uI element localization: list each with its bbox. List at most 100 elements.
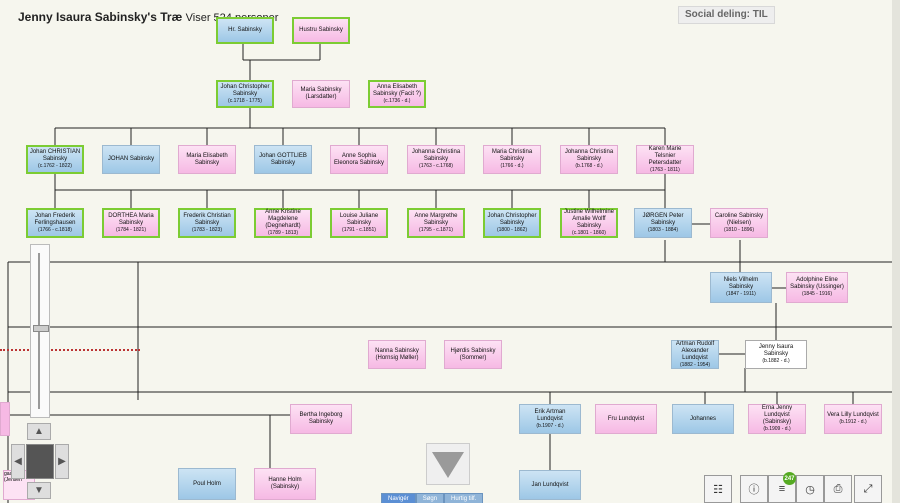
person-node-justine-wilhelmine[interactable]: Justine Wilhelmine Amalie Wolff Sabinsky… — [560, 208, 618, 238]
person-node-karen-marie[interactable]: Karen Marie Telsnier Petersdatter (1763 … — [636, 145, 694, 174]
social-sharing-toggle[interactable]: Social deling: TIL — [678, 6, 775, 24]
person-name: Anne Kristine Magdelene (Degnehardt) — [265, 209, 301, 229]
zoom-thumb[interactable] — [33, 325, 49, 332]
fullscreen-button[interactable]: ⤢ — [854, 475, 882, 503]
person-name: Caroline Sabinsky (Nielsen) — [714, 212, 764, 226]
person-name: Hr. Sabinsky — [228, 27, 262, 33]
person-node-caroline[interactable]: Caroline Sabinsky (Nielsen) (1810 - 1896… — [710, 208, 768, 238]
person-node-anne-kristine[interactable]: Anne Kristine Magdelene (Degnehardt) (17… — [254, 208, 312, 238]
pan-up-button[interactable]: ▲ — [27, 423, 51, 440]
arrow-down-icon: ▼ — [34, 485, 44, 496]
person-node-johan-gottlieb[interactable]: Johan GOTTLIEB Sabinsky — [254, 145, 312, 174]
person-node-johan-christopher-jr[interactable]: Johan Christopher Sabinsky (1800 - 1862) — [483, 208, 541, 238]
history-button[interactable]: ◷ — [796, 475, 824, 503]
tab-navigate[interactable]: Navigér — [381, 493, 416, 503]
vertical-scrollbar[interactable] — [892, 0, 900, 503]
person-node-johanna-christina-2[interactable]: Johanna Christina Sabinsky (b.1768 - d.) — [560, 145, 618, 174]
person-node-johan-christian[interactable]: Johan CHRISTIAN Sabinsky (c.1762 - 1822) — [26, 145, 84, 174]
zoom-slider[interactable] — [30, 244, 50, 418]
person-node-anna-elisabeth[interactable]: Anna Elisabeth Sabinsky (Facit ?) (c.173… — [368, 80, 426, 108]
person-node-johannes[interactable]: Johannes — [672, 404, 734, 434]
count-badge: 247 — [783, 472, 796, 485]
person-node-adolphine[interactable]: Adolphine Eline Sabinsky (Ussinger) (184… — [786, 272, 848, 303]
person-name: Artman Rudolf Alexander Lundqvist — [675, 340, 715, 361]
partial-node-left[interactable] — [0, 402, 10, 436]
red-dotted-line — [0, 349, 140, 351]
tab-quick-add[interactable]: Hurtig tilf. — [444, 493, 484, 503]
person-dates: (1763 - 1811) — [650, 166, 680, 173]
person-dates: (b.1907 - d.) — [536, 422, 564, 429]
person-node-jorgen-peter[interactable]: JØRGEN Peter Sabinsky (1803 - 1884) — [634, 208, 692, 238]
person-node-fru-lundqvist[interactable]: Fru Lundqvist — [595, 404, 657, 434]
person-name: DORTHEA Maria Sabinsky — [108, 212, 154, 226]
person-node-niels-vilhelm[interactable]: Niels Vilhelm Sabinsky (1847 - 1911) — [710, 272, 772, 303]
person-name: Johan Christopher Sabinsky — [220, 83, 270, 97]
person-dates: (1795 - c.1871) — [419, 226, 453, 233]
tree-title: Jenny Isaura Sabinsky's Træ — [18, 10, 183, 24]
person-name: Poul Holm — [193, 480, 221, 487]
person-dates: (b.1768 - d.) — [575, 163, 603, 169]
person-node-anne-margrethe[interactable]: Anne Margrethe Sabinsky (1795 - c.1871) — [407, 208, 465, 238]
person-node-johan[interactable]: JOHAN Sabinsky — [102, 145, 160, 174]
bottom-tabs: Navigér Søgn Hurtig tilf. — [381, 493, 484, 503]
person-node-frederik-christian[interactable]: Frederik Christian Sabinsky (1783 - 1823… — [178, 208, 236, 238]
person-node-poul-holm[interactable]: Poul Holm — [178, 468, 236, 500]
person-dates: (b.1912 - d.) — [839, 419, 867, 425]
person-node-louise-juliane[interactable]: Louise Juliane Sabinsky (1791 - c.1851) — [330, 208, 388, 238]
person-name: Johan Christopher Sabinsky — [487, 212, 537, 226]
person-node-nanna[interactable]: Nanna Sabinsky (Hornsig Møller) — [368, 340, 426, 369]
person-node-maria-larsdatter[interactable]: Maria Sabinsky (Larsdatter) — [292, 80, 350, 108]
person-name: Erik Artman Lundqvist — [534, 408, 566, 422]
pan-right-button[interactable]: ▶ — [55, 444, 69, 479]
person-dates: (c.1762 - 1822) — [38, 163, 72, 169]
person-name: Erna Jenny Lundqvist (Sabinsky) — [761, 405, 793, 425]
person-dates: (1803 - 1884) — [647, 226, 679, 233]
person-name: Justine Wilhelmine Amalie Wolff Sabinsky — [563, 209, 615, 229]
person-node-dorthea-maria[interactable]: DORTHEA Maria Sabinsky (1784 - 1821) — [102, 208, 160, 238]
person-node-maria-christina[interactable]: Maria Christina Sabinsky (1766 - d.) — [483, 145, 541, 174]
tree-icon: ☷ — [713, 483, 723, 496]
person-name: Louise Juliane Sabinsky — [339, 212, 379, 226]
info-icon: ⓘ — [748, 484, 760, 496]
person-node-artman-rudolf[interactable]: Artman Rudolf Alexander Lundqvist (1882 … — [671, 340, 719, 369]
person-name: Niels Vilhelm Sabinsky — [723, 277, 759, 290]
person-dates: (1766 - d.) — [500, 163, 524, 169]
person-node-jan-lundqvist[interactable]: Jan Lundqvist — [519, 470, 581, 500]
person-node-hjordis[interactable]: Hjørdis Sabinsky (Sommer) — [444, 340, 502, 369]
person-name: Adolphine Eline Sabinsky (Ussinger) — [790, 277, 844, 290]
person-photo-thumbnail[interactable] — [26, 444, 54, 479]
person-node-hr-sabinsky[interactable]: Hr. Sabinsky — [216, 17, 274, 44]
person-node-johan-frederik[interactable]: Johan Frederik Ferlingshausen (1766 - c.… — [26, 208, 84, 238]
tab-search[interactable]: Søgn — [415, 493, 445, 503]
person-name: Jan Lundqvist — [531, 481, 569, 488]
person-dates: (1882 - 1954) — [679, 361, 711, 368]
person-node-hanne-holm[interactable]: Hanne Holm (Sabinsky) — [254, 468, 316, 500]
person-node-anne-sophia[interactable]: Anne Sophia Eleonora Sabinsky — [330, 145, 388, 174]
person-dates: (1800 - 1862) — [496, 226, 528, 233]
tree-view-button[interactable]: ☷ — [704, 475, 732, 503]
person-name: Hustru Sabinsky — [299, 27, 343, 33]
pan-left-button[interactable]: ◀ — [11, 444, 25, 479]
person-node-erna-jenny[interactable]: Erna Jenny Lundqvist (Sabinsky) (b.1909 … — [748, 404, 806, 434]
person-name: Karen Marie Telsnier Petersdatter — [648, 145, 682, 166]
person-node-maria-elisabeth[interactable]: Maria Elisabeth Sabinsky — [178, 145, 236, 174]
person-node-johan-christopher-sr[interactable]: Johan Christopher Sabinsky (c.1718 - 177… — [216, 80, 274, 108]
expand-down-button[interactable] — [426, 443, 470, 485]
person-name: Johan GOTTLIEB Sabinsky — [259, 152, 307, 166]
fullscreen-icon: ⤢ — [863, 482, 873, 495]
info-button[interactable]: ⓘ — [740, 475, 768, 503]
pan-down-button[interactable]: ▼ — [27, 482, 51, 499]
person-name: Vera Lilly Lundqvist — [827, 412, 879, 418]
person-node-hustru-sabinsky[interactable]: Hustru Sabinsky — [292, 17, 350, 44]
person-node-bertha-ingeborg[interactable]: Bertha Ingeborg Sabinsky — [290, 404, 352, 434]
person-node-erik-artman[interactable]: Erik Artman Lundqvist (b.1907 - d.) — [519, 404, 581, 434]
person-node-jenny-isaura[interactable]: Jenny Isaura Sabinsky (b.1882 - d.) — [745, 340, 807, 369]
print-button[interactable]: ⎙ — [824, 475, 852, 503]
list-icon: ≡ — [778, 483, 786, 495]
person-node-johanna-christina-1[interactable]: Johanna Christina Sabinsky (1763 - c.176… — [407, 145, 465, 174]
person-dates: (1784 - 1821) — [115, 226, 147, 233]
person-name: JOHAN Sabinsky — [107, 156, 155, 162]
person-node-vera-lilly[interactable]: Vera Lilly Lundqvist (b.1912 - d.) — [824, 404, 882, 434]
